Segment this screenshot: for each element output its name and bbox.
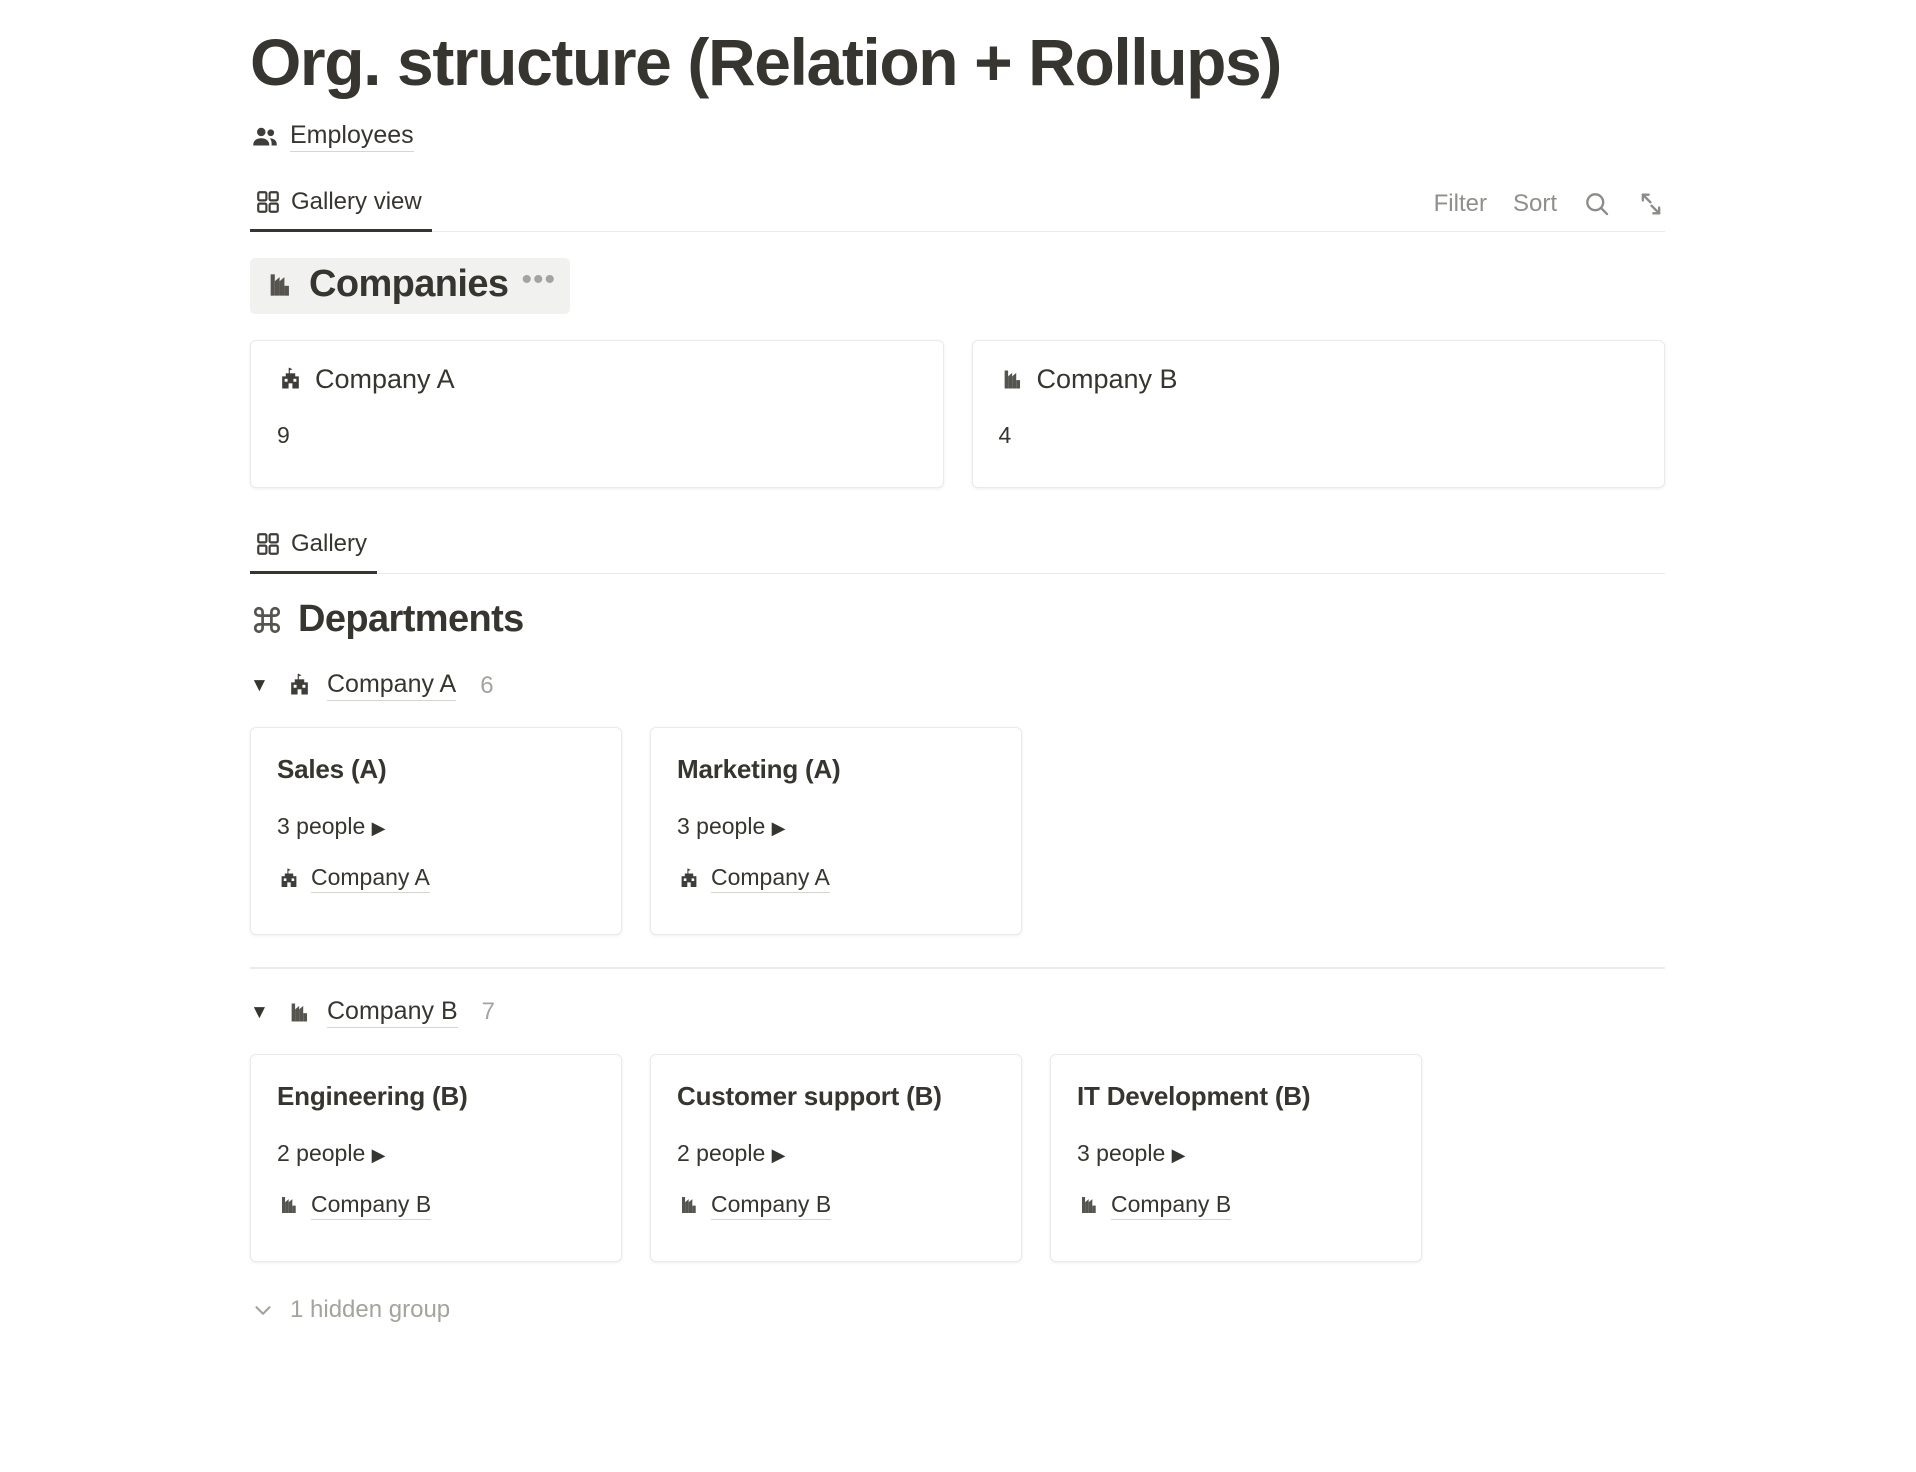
tab-gallery-label: Gallery: [291, 530, 368, 558]
factory-icon: [999, 366, 1026, 393]
gallery-grid-icon: [255, 531, 281, 557]
card-company-b-title-row: Company B: [999, 363, 1639, 395]
card-people-rollup: 3 people ▶: [1077, 1140, 1395, 1167]
card-department-customer-support-b[interactable]: Customer support (B) 2 people ▶ Com: [650, 1053, 1022, 1262]
card-relation[interactable]: Company A: [677, 864, 995, 894]
card-relation[interactable]: Company B: [277, 1191, 595, 1220]
people-count-text: 3 people: [1077, 1139, 1166, 1166]
factory-icon: [677, 1193, 701, 1217]
play-triangle-icon[interactable]: ▶: [371, 818, 386, 839]
card-relation[interactable]: Company A: [277, 864, 595, 894]
card-title: Sales (A): [277, 754, 387, 785]
play-triangle-icon[interactable]: ▶: [1171, 1144, 1186, 1165]
chevron-down-icon[interactable]: [250, 1297, 276, 1323]
group-header-company-b[interactable]: ▼ Company B 7: [250, 997, 1665, 1028]
card-title: IT Development (B): [1077, 1080, 1311, 1111]
people-icon: [250, 122, 280, 152]
view-toolbar-gallery: Gallery: [250, 518, 1665, 575]
card-relation-label: Company A: [711, 864, 830, 894]
card-company-a-title: Company A: [315, 364, 455, 395]
card-relation[interactable]: Company B: [677, 1191, 995, 1220]
card-company-b-rollup-value: 4: [998, 421, 1012, 448]
group-count-company-b: 7: [481, 998, 495, 1026]
group-name-company-b: Company B: [327, 997, 458, 1028]
card-department-engineering-b[interactable]: Engineering (B) 2 people ▶ Company: [250, 1053, 622, 1262]
hidden-group-toggle[interactable]: 1 hidden group: [250, 1296, 1665, 1324]
card-company-a-rollup-value: 9: [277, 421, 290, 448]
card-company-a-title-row: Company A: [277, 363, 917, 395]
companies-section-title: Companies: [309, 263, 509, 306]
caret-down-icon[interactable]: ▼: [250, 675, 269, 697]
card-company-b[interactable]: Company B 4: [971, 340, 1665, 489]
group-header-company-a[interactable]: ▼ Company A 6: [250, 670, 1665, 702]
card-department-it-development-b[interactable]: IT Development (B) 3 people ▶ Compa: [1050, 1053, 1422, 1262]
tab-gallery[interactable]: Gallery: [250, 530, 378, 575]
card-relation-label: Company B: [1111, 1191, 1232, 1220]
view-tools: Filter Sort: [1434, 190, 1665, 218]
card-relation-label: Company B: [311, 1191, 432, 1220]
departments-section-header: Departments: [250, 598, 1665, 641]
card-title: Engineering (B): [277, 1080, 468, 1111]
departments-gallery-row-company-b: Engineering (B) 2 people ▶ Company: [250, 1053, 1665, 1262]
gallery-grid-icon: [255, 189, 281, 215]
page-content: Org. structure (Relation + Rollups) Empl…: [250, 25, 1665, 1324]
play-triangle-icon[interactable]: ▶: [771, 1144, 786, 1165]
filter-button[interactable]: Filter: [1433, 190, 1487, 218]
play-triangle-icon[interactable]: ▶: [771, 818, 786, 839]
group-name-company-a: Company A: [327, 670, 457, 702]
factory-icon: [277, 1193, 301, 1217]
factory-icon: [286, 999, 313, 1026]
castle-building-icon: [277, 867, 301, 891]
source-database-label: Employees: [290, 121, 414, 153]
tab-gallery-view-label: Gallery view: [291, 188, 422, 216]
people-count-text: 3 people: [677, 813, 766, 840]
sort-button[interactable]: Sort: [1512, 190, 1557, 218]
play-triangle-icon[interactable]: ▶: [371, 1144, 386, 1165]
castle-building-icon: [677, 867, 701, 891]
castle-building-icon: [286, 672, 313, 699]
caret-down-icon[interactable]: ▼: [250, 1001, 269, 1023]
toolbar-divider-gallery: [250, 572, 1665, 575]
companies-gallery-row: Company A 9 Company B: [250, 340, 1665, 489]
group-divider: [250, 967, 1665, 969]
card-department-marketing-a[interactable]: Marketing (A) 3 people ▶: [650, 727, 1022, 936]
card-people-rollup: 2 people ▶: [277, 1140, 595, 1167]
people-count-text: 3 people: [277, 813, 366, 840]
card-people-rollup: 3 people ▶: [277, 813, 595, 840]
page-title: Org. structure (Relation + Rollups): [250, 25, 1282, 99]
command-loop-icon: [250, 603, 284, 637]
tab-gallery-view[interactable]: Gallery view: [250, 188, 432, 233]
search-icon[interactable]: [1583, 190, 1611, 218]
card-company-a[interactable]: Company A 9: [250, 340, 944, 489]
factory-icon: [264, 269, 296, 301]
card-relation-label: Company A: [311, 864, 430, 894]
departments-gallery-row-company-a: Sales (A) 3 people ▶: [250, 727, 1665, 936]
hidden-group-label: 1 hidden group: [290, 1295, 451, 1323]
card-people-rollup: 3 people ▶: [677, 813, 995, 840]
people-count-text: 2 people: [277, 1139, 366, 1166]
card-relation[interactable]: Company B: [1077, 1191, 1395, 1220]
toolbar-divider: [250, 230, 1665, 233]
companies-section-header[interactable]: Companies •••: [250, 258, 570, 315]
view-toolbar: Gallery view Filter Sort: [250, 176, 1665, 233]
card-department-sales-a[interactable]: Sales (A) 3 people ▶: [250, 727, 622, 936]
source-database-link[interactable]: Employees: [250, 121, 1665, 153]
card-title: Marketing (A): [677, 754, 841, 785]
castle-building-icon: [277, 366, 304, 393]
expand-diagonal-icon[interactable]: [1637, 190, 1665, 218]
factory-icon: [1077, 1193, 1101, 1217]
group-count-company-a: 6: [480, 671, 494, 699]
departments-section-title: Departments: [298, 598, 524, 641]
people-count-text: 2 people: [677, 1139, 766, 1166]
card-people-rollup: 2 people ▶: [677, 1140, 995, 1167]
card-relation-label: Company B: [711, 1191, 832, 1220]
card-title: Customer support (B): [677, 1080, 942, 1111]
ellipsis-icon[interactable]: •••: [521, 263, 556, 297]
card-company-b-title: Company B: [1036, 364, 1178, 395]
